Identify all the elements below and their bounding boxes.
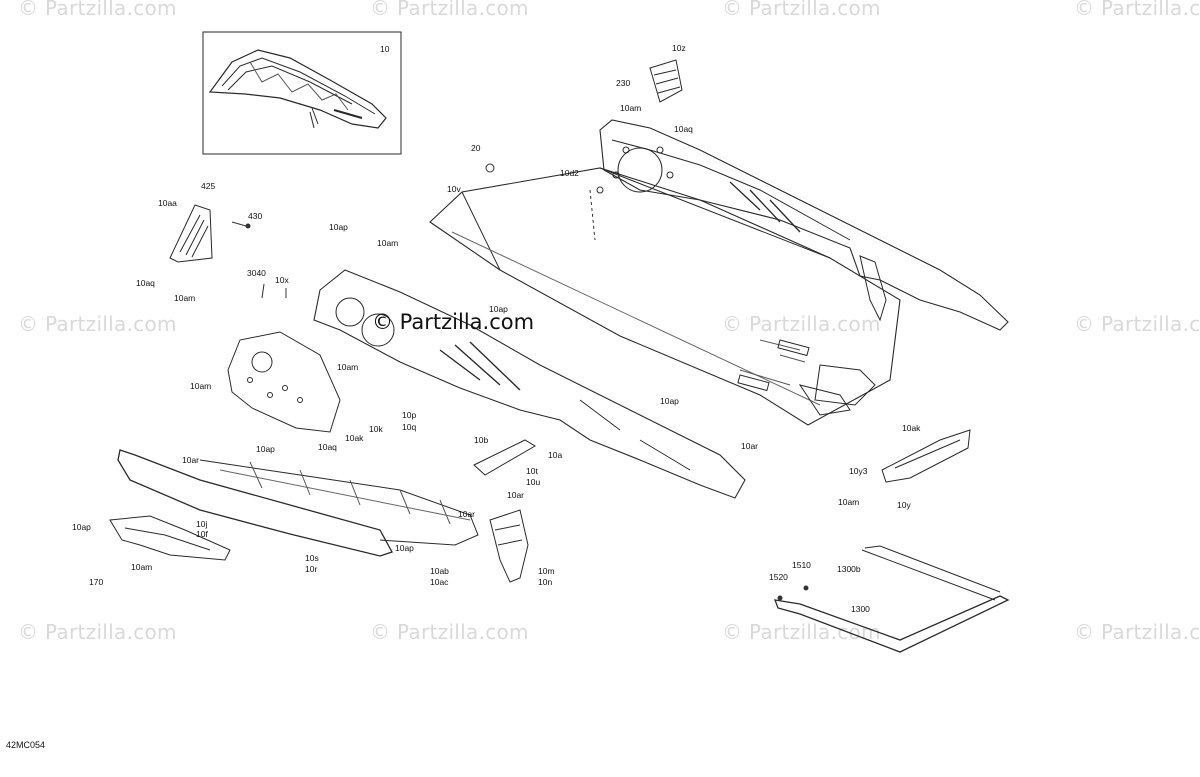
callout-label: 10am [174, 293, 196, 303]
callout-label: 1510 [792, 560, 811, 570]
callout-label: 10n [538, 577, 553, 587]
rear-gusset-10m [489, 509, 529, 583]
callout-label: 10am [337, 362, 359, 372]
callout-label: 10aq [136, 278, 155, 288]
vent-10z [649, 59, 683, 103]
callout-label: 170 [89, 577, 104, 587]
callout-label: 10s [305, 553, 319, 563]
bracket-10j [109, 515, 231, 561]
callout-label: 430 [248, 211, 263, 221]
callout-label: 10a [548, 450, 563, 460]
callout-label: 10ak [345, 433, 364, 443]
rear-bumper-1300 [773, 545, 1010, 653]
callout-label: 10 [380, 44, 390, 54]
callout-label: 10y3 [849, 466, 868, 476]
callout-label: 230 [616, 78, 631, 88]
watermark: © Partzilla.com [18, 620, 177, 644]
callout-label: 10f [196, 529, 208, 539]
callout-label: 10ar [182, 455, 200, 465]
bracket-10y [881, 429, 971, 483]
callout-label: 10d2 [560, 168, 579, 178]
running-board [117, 449, 479, 557]
bracket-10b [473, 439, 536, 476]
watermark: © Partzilla.com [1074, 620, 1200, 644]
callout-label: 10y [897, 500, 911, 510]
left-side-panel [313, 269, 746, 499]
callout-label: 10p [402, 410, 417, 420]
callout-label: 10am [377, 238, 399, 248]
callout-label: 10aq [318, 442, 337, 452]
vent-10aa [169, 204, 213, 263]
callout-label: 20 [471, 143, 481, 153]
callout-label: 10ap [489, 304, 508, 314]
tunnel-top-plate [429, 167, 901, 426]
center-watermark: © Partzilla.com [372, 310, 535, 334]
watermark: © Partzilla.com [370, 0, 529, 20]
watermark: © Partzilla.com [18, 0, 177, 20]
callout-label: 10ak [902, 423, 921, 433]
callout-label: 10ap [329, 222, 348, 232]
callout-label: 3040 [247, 268, 266, 278]
callout-label: 10z [672, 43, 686, 53]
callout-label: 10ap [660, 396, 679, 406]
callout-label: 10ap [256, 444, 275, 454]
callout-label: 10aq [674, 124, 693, 134]
callout-label: 10ar [741, 441, 759, 451]
callout-label: 10ap [72, 522, 91, 532]
callout-label: 10t [526, 466, 538, 476]
callout-label: 10r [305, 564, 318, 574]
watermark: © Partzilla.com [18, 312, 177, 336]
callout-label: 10x [275, 275, 289, 285]
diagram-code: 42MC054 [6, 740, 46, 750]
watermark: © Partzilla.com [1074, 312, 1200, 336]
callout-label: 10ap [395, 543, 414, 553]
callout-label: 10ab [430, 566, 449, 576]
callout-label: 10ar [458, 509, 476, 519]
callout-label: 10ar [507, 490, 525, 500]
callout-label: 10b [474, 435, 489, 445]
callout-label: 1520 [769, 572, 788, 582]
callout-label: 10k [369, 424, 383, 434]
callout-label: 10am [190, 381, 212, 391]
callout-label: 10v [447, 184, 461, 194]
callout-label: 10u [526, 477, 541, 487]
callout-label: 425 [201, 181, 216, 191]
callout-label: 10j [196, 519, 208, 529]
watermark: © Partzilla.com [1074, 0, 1200, 20]
inset-assembly-10 [202, 31, 402, 155]
callout-label: 10am [620, 103, 642, 113]
watermark: © Partzilla.com [722, 0, 881, 20]
callout-label: 1300 [851, 604, 870, 614]
watermark: © Partzilla.com [722, 312, 881, 336]
callout-label: 10am [838, 497, 860, 507]
callout-label: 10m [538, 566, 555, 576]
left-rear-gusset [227, 331, 341, 433]
right-side-panel [599, 119, 1009, 331]
callout-label: 10ac [430, 577, 449, 587]
watermark: © Partzilla.com [370, 620, 529, 644]
callout-label: 10aa [158, 198, 177, 208]
callout-label: 10q [402, 422, 417, 432]
callout-label: 1300b [837, 564, 861, 574]
callout-label: 10am [131, 562, 153, 572]
